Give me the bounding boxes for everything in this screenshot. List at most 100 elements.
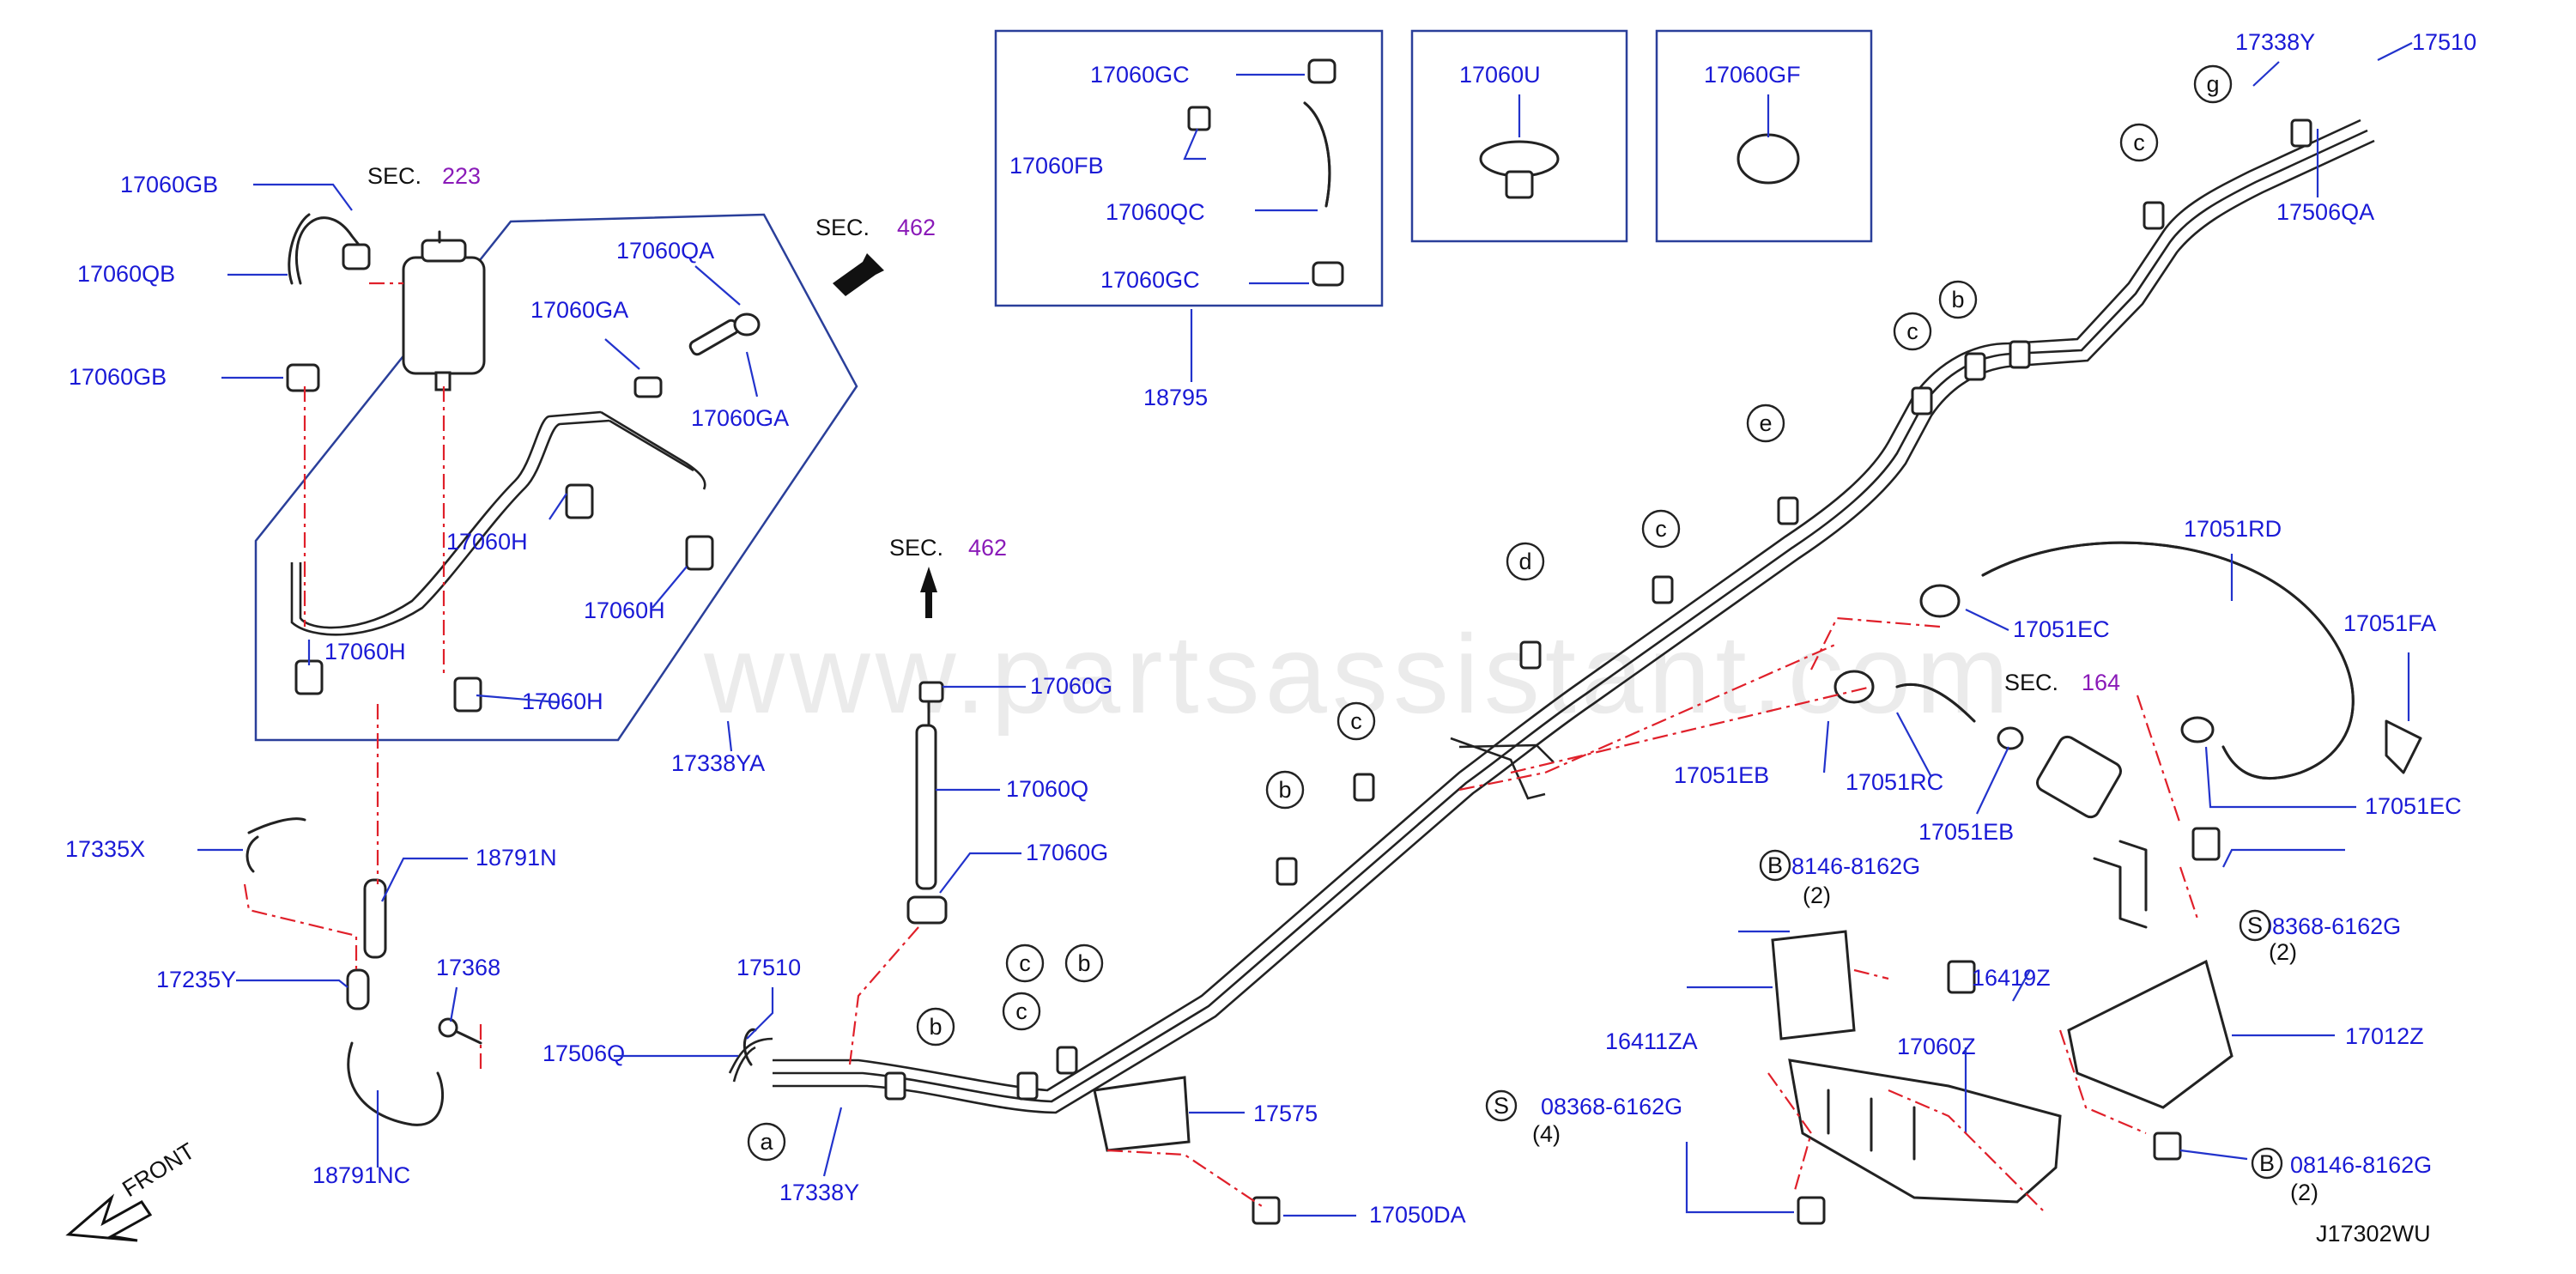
part-label: 17060GC xyxy=(1090,62,1190,88)
part-label: (2) xyxy=(2269,939,2297,965)
part-label: (4) xyxy=(1532,1121,1561,1147)
callout-letter: c xyxy=(1655,516,1667,542)
part-label: 17060QC xyxy=(1106,199,1205,225)
part-label: 17060U xyxy=(1459,62,1541,88)
part-label: 17060Q xyxy=(1006,776,1088,802)
part-label: (2) xyxy=(1803,883,1831,908)
part-label: 17051RD xyxy=(2184,516,2282,542)
install-line xyxy=(243,883,358,970)
hoses-right xyxy=(1834,541,2422,819)
part-label: 16419Z xyxy=(1972,965,2051,991)
shield-17575 xyxy=(1093,1076,1191,1152)
hoses-lower-left xyxy=(245,817,482,1126)
callout-circle xyxy=(2119,123,2159,162)
line-clips xyxy=(742,118,2312,1101)
part-label: 17060QB xyxy=(77,261,175,287)
callout-circle xyxy=(916,1007,955,1046)
bolt-marker-letter: B xyxy=(1767,852,1783,878)
callout-letter: c xyxy=(1350,708,1362,734)
callout-letter: e xyxy=(1759,410,1772,436)
part-label: 18791NC xyxy=(312,1162,410,1188)
leader-line xyxy=(236,979,349,988)
leader-line xyxy=(694,265,741,306)
part-label: 17012Z xyxy=(2345,1023,2424,1049)
part-label: 17051EC xyxy=(2013,616,2110,642)
callout-letter: c xyxy=(1906,318,1918,344)
leader-line xyxy=(1183,128,1206,161)
callout-letter: c xyxy=(1019,950,1031,976)
callout-circle xyxy=(1506,542,1545,581)
leader-line xyxy=(1976,746,2009,815)
part-label: 17060GC xyxy=(1100,267,1200,293)
leader-line xyxy=(746,987,774,1040)
part-label: 17235Y xyxy=(156,967,236,992)
frame-17060GF xyxy=(1655,29,1873,243)
bolt-marker xyxy=(1485,1089,1518,1122)
callout-circle xyxy=(1893,312,1932,351)
section-ref-number: 462 xyxy=(897,215,936,240)
part-label: 17368 xyxy=(436,955,500,980)
part-label: 17060Z xyxy=(1897,1034,1976,1059)
part-label: 17060H xyxy=(446,529,528,555)
install-line xyxy=(1458,642,1838,792)
install-line xyxy=(2179,866,2199,919)
section-ref-number: 223 xyxy=(442,163,481,189)
callout-letter: b xyxy=(929,1014,942,1040)
leader-line xyxy=(381,857,468,902)
part-label: (2) xyxy=(2290,1180,2318,1205)
part-label: 17051RC xyxy=(1846,769,1943,795)
leader-line xyxy=(1822,720,1830,774)
leader-line xyxy=(2179,1149,2248,1161)
frame-kit-18795 xyxy=(994,29,1384,307)
part-label: 17060GB xyxy=(69,364,167,390)
part-label: 17510 xyxy=(736,955,801,980)
part-label: 17051FA xyxy=(2343,610,2436,636)
canister-assembly xyxy=(286,213,486,392)
part-label: 17335X xyxy=(65,836,145,862)
callout-letter: b xyxy=(1077,950,1090,976)
install-line xyxy=(2058,1029,2147,1135)
part-label: 17506Q xyxy=(542,1040,625,1066)
leader-line xyxy=(604,338,640,370)
part-label: 08368-6162G xyxy=(2259,913,2401,939)
part-label: 17051EB xyxy=(1674,762,1769,788)
part-label: 08146-8162G xyxy=(2290,1152,2432,1178)
leader-line xyxy=(449,986,458,1022)
part-label: 17510 xyxy=(2412,29,2476,55)
callout-circle xyxy=(1064,943,1104,983)
bolt-marker-letter: S xyxy=(1494,1093,1509,1119)
diagram-labels: 17060GB17060QB17060GB17060QA17060GA17060… xyxy=(65,29,2476,1247)
sec-arrows xyxy=(833,253,884,296)
part-label: 17060H xyxy=(522,689,603,714)
leader-line xyxy=(939,852,1021,894)
kit-18795-parts xyxy=(1187,58,1800,287)
part-label: 18795 xyxy=(1143,385,1208,410)
part-label: 08368-6162G xyxy=(1541,1094,1682,1119)
callout-circle xyxy=(1746,403,1785,443)
callout-circle xyxy=(1336,701,1376,741)
callout-circle xyxy=(1265,770,1305,810)
section-ref-label: SEC. xyxy=(367,163,421,189)
frame-17338YA xyxy=(254,213,858,742)
install-line xyxy=(1810,616,1941,670)
callout-circle xyxy=(747,1122,786,1162)
install-line xyxy=(2136,695,2182,825)
bolt-marker-letter: B xyxy=(2259,1150,2275,1176)
front-label: FRONT xyxy=(118,1138,199,1202)
leader-line xyxy=(1965,609,2009,631)
part-label: 17338Y xyxy=(779,1180,859,1205)
callout-circle xyxy=(1005,943,1045,983)
bolt-marker xyxy=(2251,1147,2283,1180)
install-line xyxy=(1888,1089,2044,1211)
leader-line xyxy=(2204,746,2356,809)
part-label: 17060FB xyxy=(1009,153,1104,179)
leader-line xyxy=(476,694,559,704)
hose-17060Q xyxy=(906,567,948,925)
part-label: 17050DA xyxy=(1369,1202,1466,1228)
leader-line xyxy=(1896,712,1932,778)
brackets-lower-right xyxy=(1252,827,2234,1225)
section-ref-label: SEC. xyxy=(815,215,870,240)
diagram-leaders xyxy=(197,42,2413,1217)
part-label: 17060GF xyxy=(1704,62,1801,88)
part-label: 18791N xyxy=(476,845,557,871)
